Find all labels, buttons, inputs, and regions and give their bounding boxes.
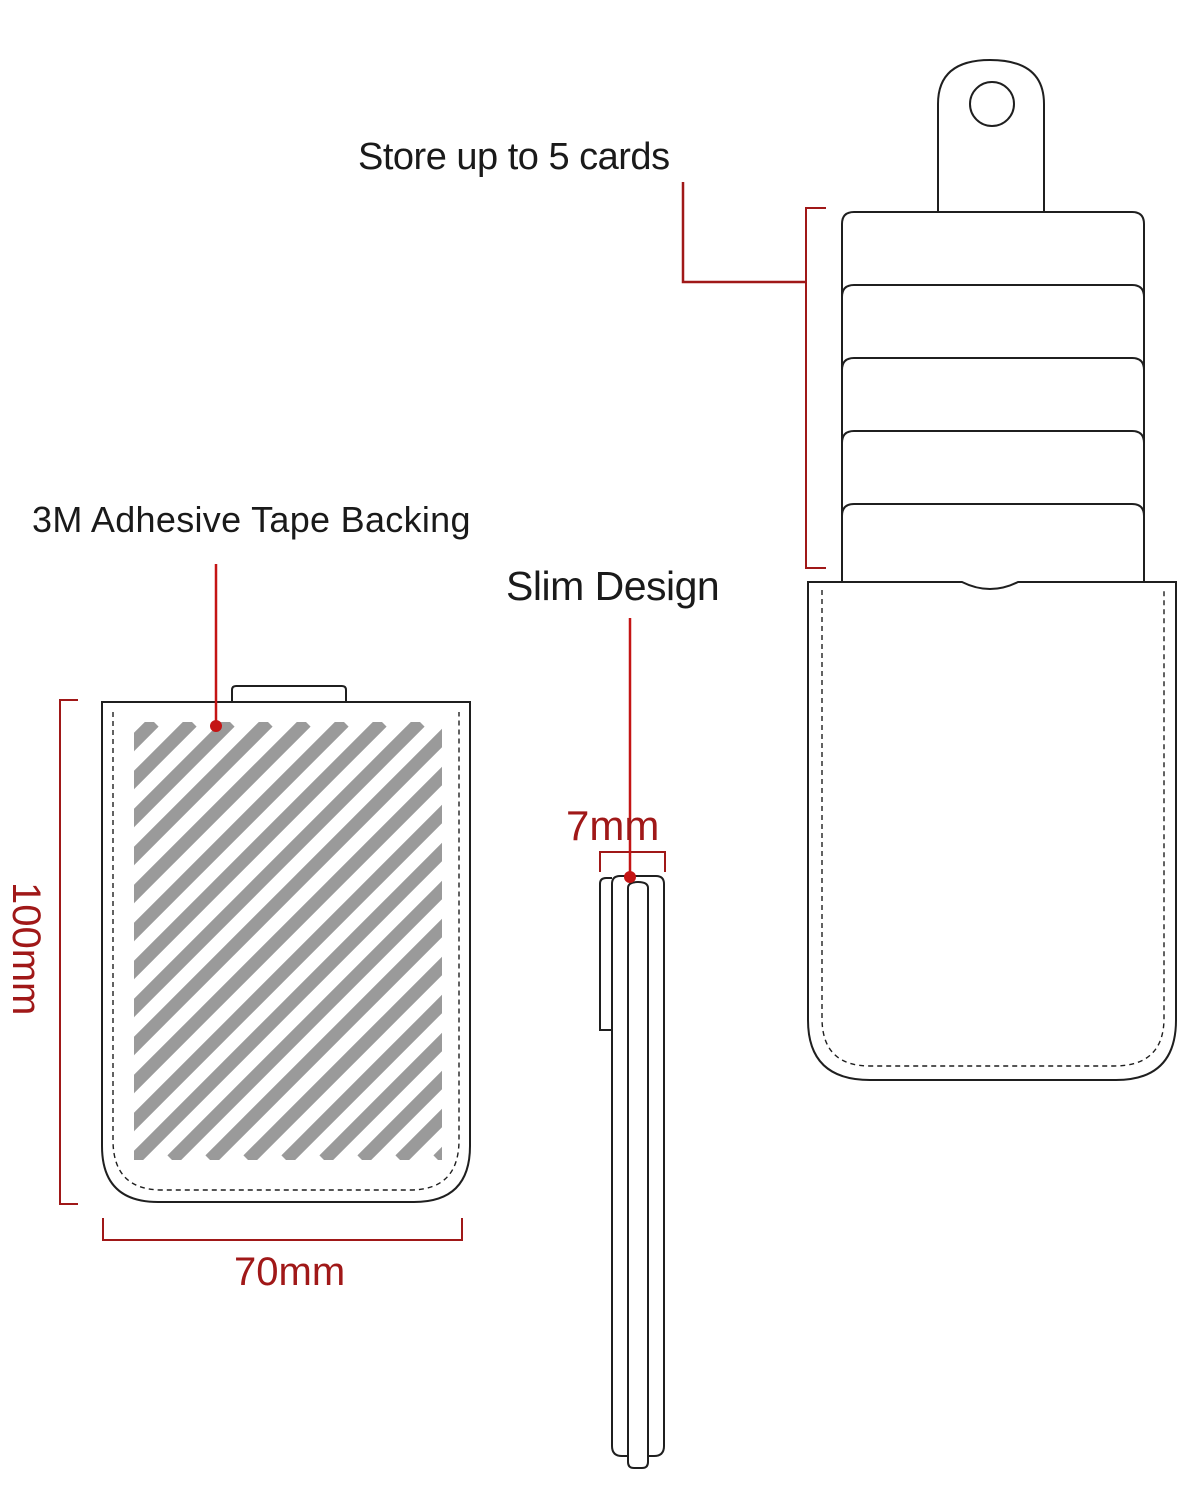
adhesive-stripe bbox=[134, 804, 442, 1132]
adhesive-stripe bbox=[134, 722, 311, 904]
adhesive-stripe bbox=[134, 722, 235, 828]
front-view-wallet bbox=[0, 685, 471, 1203]
adhesive-stripe bbox=[134, 722, 425, 1018]
adhesive-stripe bbox=[134, 842, 442, 1160]
slim-leader-dot bbox=[624, 871, 636, 883]
thickness-dimension-label: 7mm bbox=[566, 802, 660, 849]
front-stitching bbox=[112, 712, 460, 1191]
height-dimension-label: 100mm bbox=[4, 882, 48, 1016]
front-top-tab bbox=[231, 685, 347, 702]
strap-hole bbox=[969, 81, 1015, 127]
card-5 bbox=[841, 503, 1145, 600]
adhesive-stripe bbox=[205, 918, 442, 1160]
adhesive-stripe bbox=[134, 722, 387, 980]
card-stack bbox=[841, 211, 1145, 600]
thickness-dimension-bracket bbox=[599, 851, 666, 872]
adhesive-leader-dot bbox=[210, 720, 222, 732]
adhesive-stripe bbox=[167, 880, 442, 1160]
adhesive-stripe bbox=[134, 766, 442, 1094]
adhesive-stripe bbox=[0, 722, 2, 1160]
card-capacity-label: Store up to 5 cards bbox=[358, 136, 670, 178]
side-view-wallet bbox=[599, 875, 665, 1469]
pull-strap bbox=[937, 58, 1045, 214]
adhesive-tape-area bbox=[0, 722, 442, 1160]
cards-capacity-leader bbox=[681, 182, 806, 284]
adhesive-stripe bbox=[281, 994, 442, 1160]
adhesive-stripe bbox=[357, 1070, 442, 1160]
adhesive-stripe bbox=[319, 1032, 442, 1160]
adhesive-stripes bbox=[0, 722, 442, 1160]
width-dimension-label: 70mm bbox=[234, 1250, 346, 1294]
adhesive-stripe bbox=[134, 722, 349, 942]
height-dimension-bracket bbox=[59, 699, 78, 1205]
cards-capacity-bracket bbox=[805, 207, 826, 569]
slim-design-label: Slim Design bbox=[506, 563, 720, 609]
open-view-wallet bbox=[807, 58, 1177, 1081]
sleeve-outline bbox=[807, 581, 1177, 1081]
adhesive-stripe bbox=[134, 728, 442, 1056]
adhesive-tape-label: 3M Adhesive Tape Backing bbox=[32, 499, 471, 540]
side-tab bbox=[599, 877, 612, 1031]
width-dimension-bracket bbox=[102, 1218, 463, 1241]
adhesive-stripe bbox=[243, 956, 442, 1160]
side-inner-layer-left bbox=[627, 880, 649, 1469]
adhesive-stripe bbox=[134, 722, 273, 866]
